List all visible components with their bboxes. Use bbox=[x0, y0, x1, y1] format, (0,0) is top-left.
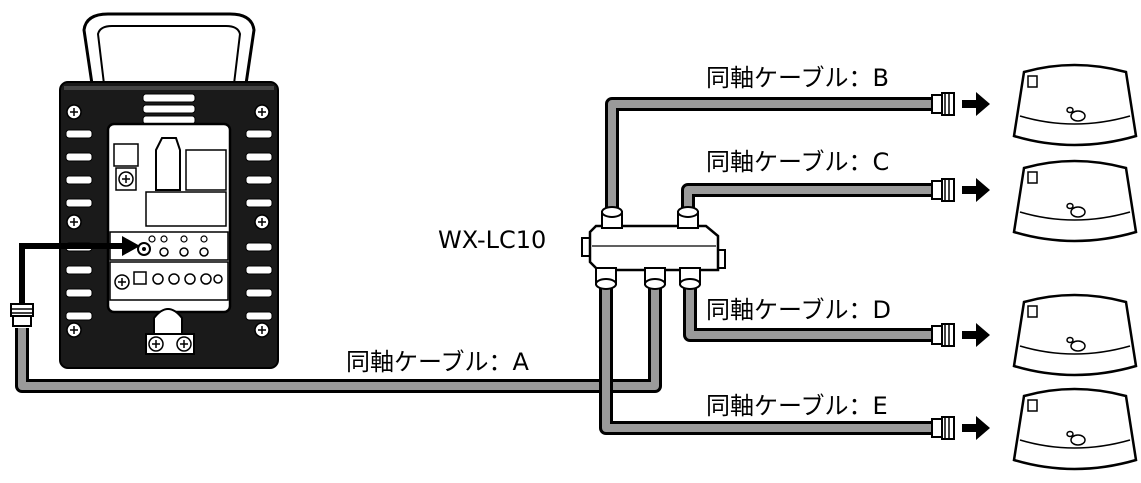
main-unit bbox=[59, 12, 279, 369]
cable-a-label: 同軸ケーブル：A bbox=[346, 348, 530, 376]
receiver-c bbox=[1012, 159, 1138, 243]
receiver-e bbox=[1012, 387, 1138, 471]
cable-b-label: 同軸ケーブル：B bbox=[706, 64, 889, 92]
arrow-e-icon bbox=[962, 416, 990, 440]
receiver-d bbox=[1012, 293, 1138, 377]
output-d bbox=[931, 293, 1138, 377]
receiver-b bbox=[1012, 63, 1138, 147]
arrow-d-icon bbox=[962, 323, 990, 347]
arrow-c-icon bbox=[962, 178, 990, 202]
cable-a-end-connector bbox=[10, 303, 34, 327]
splitter-label: WX-LC10 bbox=[438, 226, 546, 254]
cable-e-label: 同軸ケーブル：E bbox=[706, 392, 888, 420]
cable-d-label: 同軸ケーブル：D bbox=[706, 296, 891, 324]
output-b bbox=[931, 63, 1138, 147]
splitter-box bbox=[581, 206, 726, 290]
connection-arrow bbox=[19, 236, 140, 312]
output-e bbox=[931, 387, 1138, 471]
output-c bbox=[931, 159, 1138, 243]
arrow-b-icon bbox=[962, 92, 990, 116]
cable-c-label: 同軸ケーブル：C bbox=[706, 148, 889, 176]
